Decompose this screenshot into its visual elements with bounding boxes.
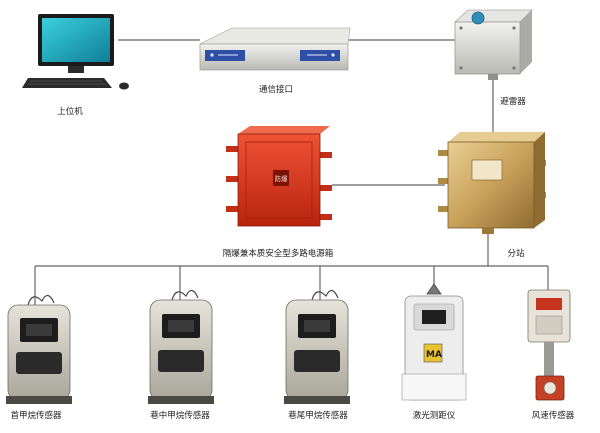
label-sensor-5: 风速传感器 [532,410,575,421]
laser-rangefinder-icon: MA [401,283,467,401]
label-sensor-2: 巷中甲烷传感器 [150,410,210,421]
host-computer-icon [22,14,129,90]
methane-sensor-3-icon [284,289,350,404]
substation-icon [438,132,546,234]
wind-speed-sensor-icon [527,289,571,401]
label-substation: 分站 [507,248,525,259]
label-sensor-3: 巷尾甲烷传感器 [288,410,348,421]
label-sensor-1: 首甲烷传感器 [10,410,62,421]
label-host-computer: 上位机 [57,106,83,117]
power-box-badge: 防爆 [275,174,289,183]
comm-interface-icon [199,27,351,71]
label-comm-interface: 通信接口 [259,84,293,95]
label-lightning-arrester: 避雷器 [500,96,526,107]
power-box-icon: 防爆 [226,126,332,227]
label-power-box: 隔爆兼本质安全型多路电源箱 [223,248,334,259]
methane-sensor-1-icon [6,294,72,404]
methane-sensor-2-icon [148,289,214,404]
ma-logo: MA [426,350,442,360]
lightning-arrester-icon [453,9,533,80]
connection-wires [34,39,549,305]
label-sensor-4: 激光测距仪 [413,410,456,421]
